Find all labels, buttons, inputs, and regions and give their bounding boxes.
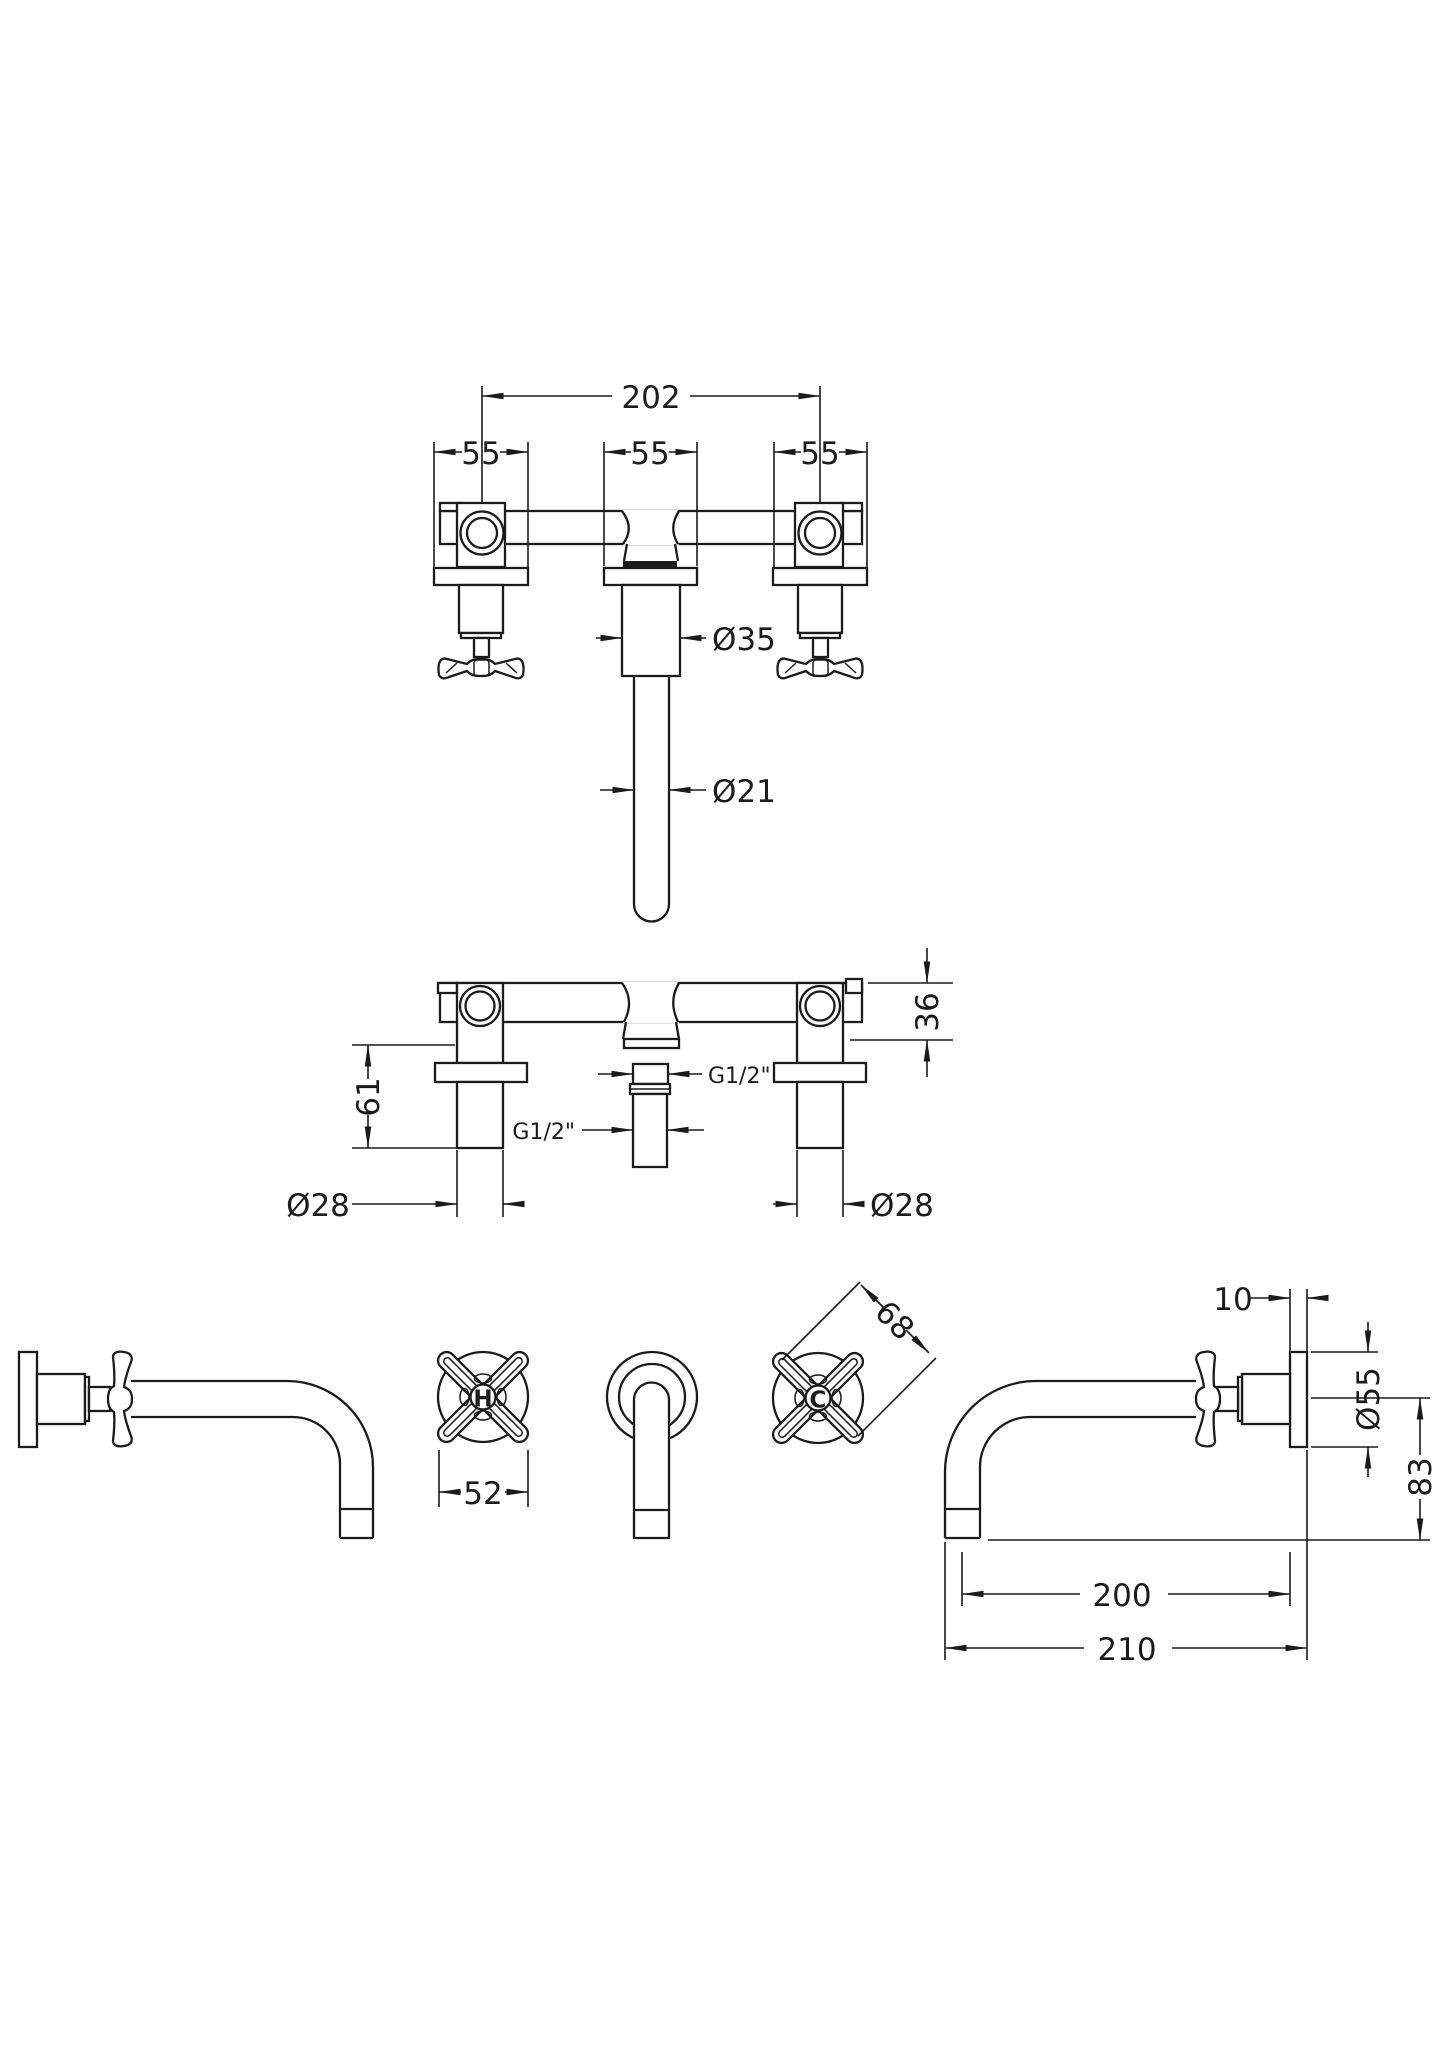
dim-spout-reach: 200 xyxy=(1092,1578,1151,1614)
dim-inlet-thread-top: G1/2" xyxy=(708,1064,771,1089)
dim-spout-tube-diameter: Ø21 xyxy=(712,774,776,810)
cold-handle-front-view: C 68 xyxy=(768,1281,937,1448)
dim-escutcheon-left: 55 xyxy=(461,436,500,472)
dim-spout-drop: 83 xyxy=(1403,1457,1439,1496)
hot-indicator-label: H xyxy=(473,1387,492,1413)
valve-right-rear xyxy=(772,981,868,1150)
dim-flange-diameter: Ø55 xyxy=(1351,1367,1387,1431)
wall-flange-right-view xyxy=(1288,1350,1309,1449)
dim-inlet-thread-bottom: G1/2" xyxy=(512,1120,575,1145)
valve-right xyxy=(771,501,869,680)
dim-escutcheon-center: 55 xyxy=(630,436,669,472)
dim-tail-diameter-right: Ø28 xyxy=(870,1188,934,1224)
side-dimensions: 10 Ø55 83 200 210 xyxy=(944,1282,1439,1668)
dim-spout-body-diameter: Ø35 xyxy=(712,622,776,658)
spout-front xyxy=(602,566,699,923)
dim-handle-diagonal: 68 xyxy=(868,1294,921,1347)
valve-left xyxy=(432,501,530,680)
front-elevation-view: 202 55 55 55 Ø35 Ø21 xyxy=(432,380,869,923)
side-view-right: 10 Ø55 83 200 210 xyxy=(943,1282,1439,1668)
spout-front-component-view xyxy=(605,1350,699,1540)
dim-flange-thickness: 10 xyxy=(1213,1282,1252,1318)
center-tee xyxy=(621,510,680,568)
hot-handle-front-view: H 52 xyxy=(433,1347,533,1512)
dim-hole-spacing: 202 xyxy=(621,380,680,416)
rear-plumbing-view: 36 61 G1/2" G1/2" Ø28 Ø28 xyxy=(286,948,953,1224)
dim-spout-total-projection: 210 xyxy=(1097,1632,1156,1668)
dim-body-depth: 36 xyxy=(910,992,946,1031)
handle-width-dimension: 52 xyxy=(438,1450,529,1512)
cross-handle-side-profile-right xyxy=(1194,1350,1222,1448)
valve-left-rear xyxy=(433,981,529,1150)
dim-escutcheon-right: 55 xyxy=(800,436,839,472)
dim-tail-length: 61 xyxy=(351,1077,387,1116)
dim-tail-diameter-left: Ø28 xyxy=(286,1188,350,1224)
wall-flange-left-view xyxy=(17,1350,39,1449)
front-dimensions: 202 55 55 55 Ø35 Ø21 xyxy=(433,380,868,810)
center-inlet xyxy=(621,982,681,1169)
cold-indicator-label: C xyxy=(810,1388,827,1414)
cross-handle-side-profile xyxy=(106,1350,134,1448)
dim-handle-width: 52 xyxy=(463,1476,502,1512)
rear-dimensions: 36 61 G1/2" G1/2" Ø28 Ø28 xyxy=(286,948,953,1224)
side-view-left xyxy=(17,1350,375,1540)
